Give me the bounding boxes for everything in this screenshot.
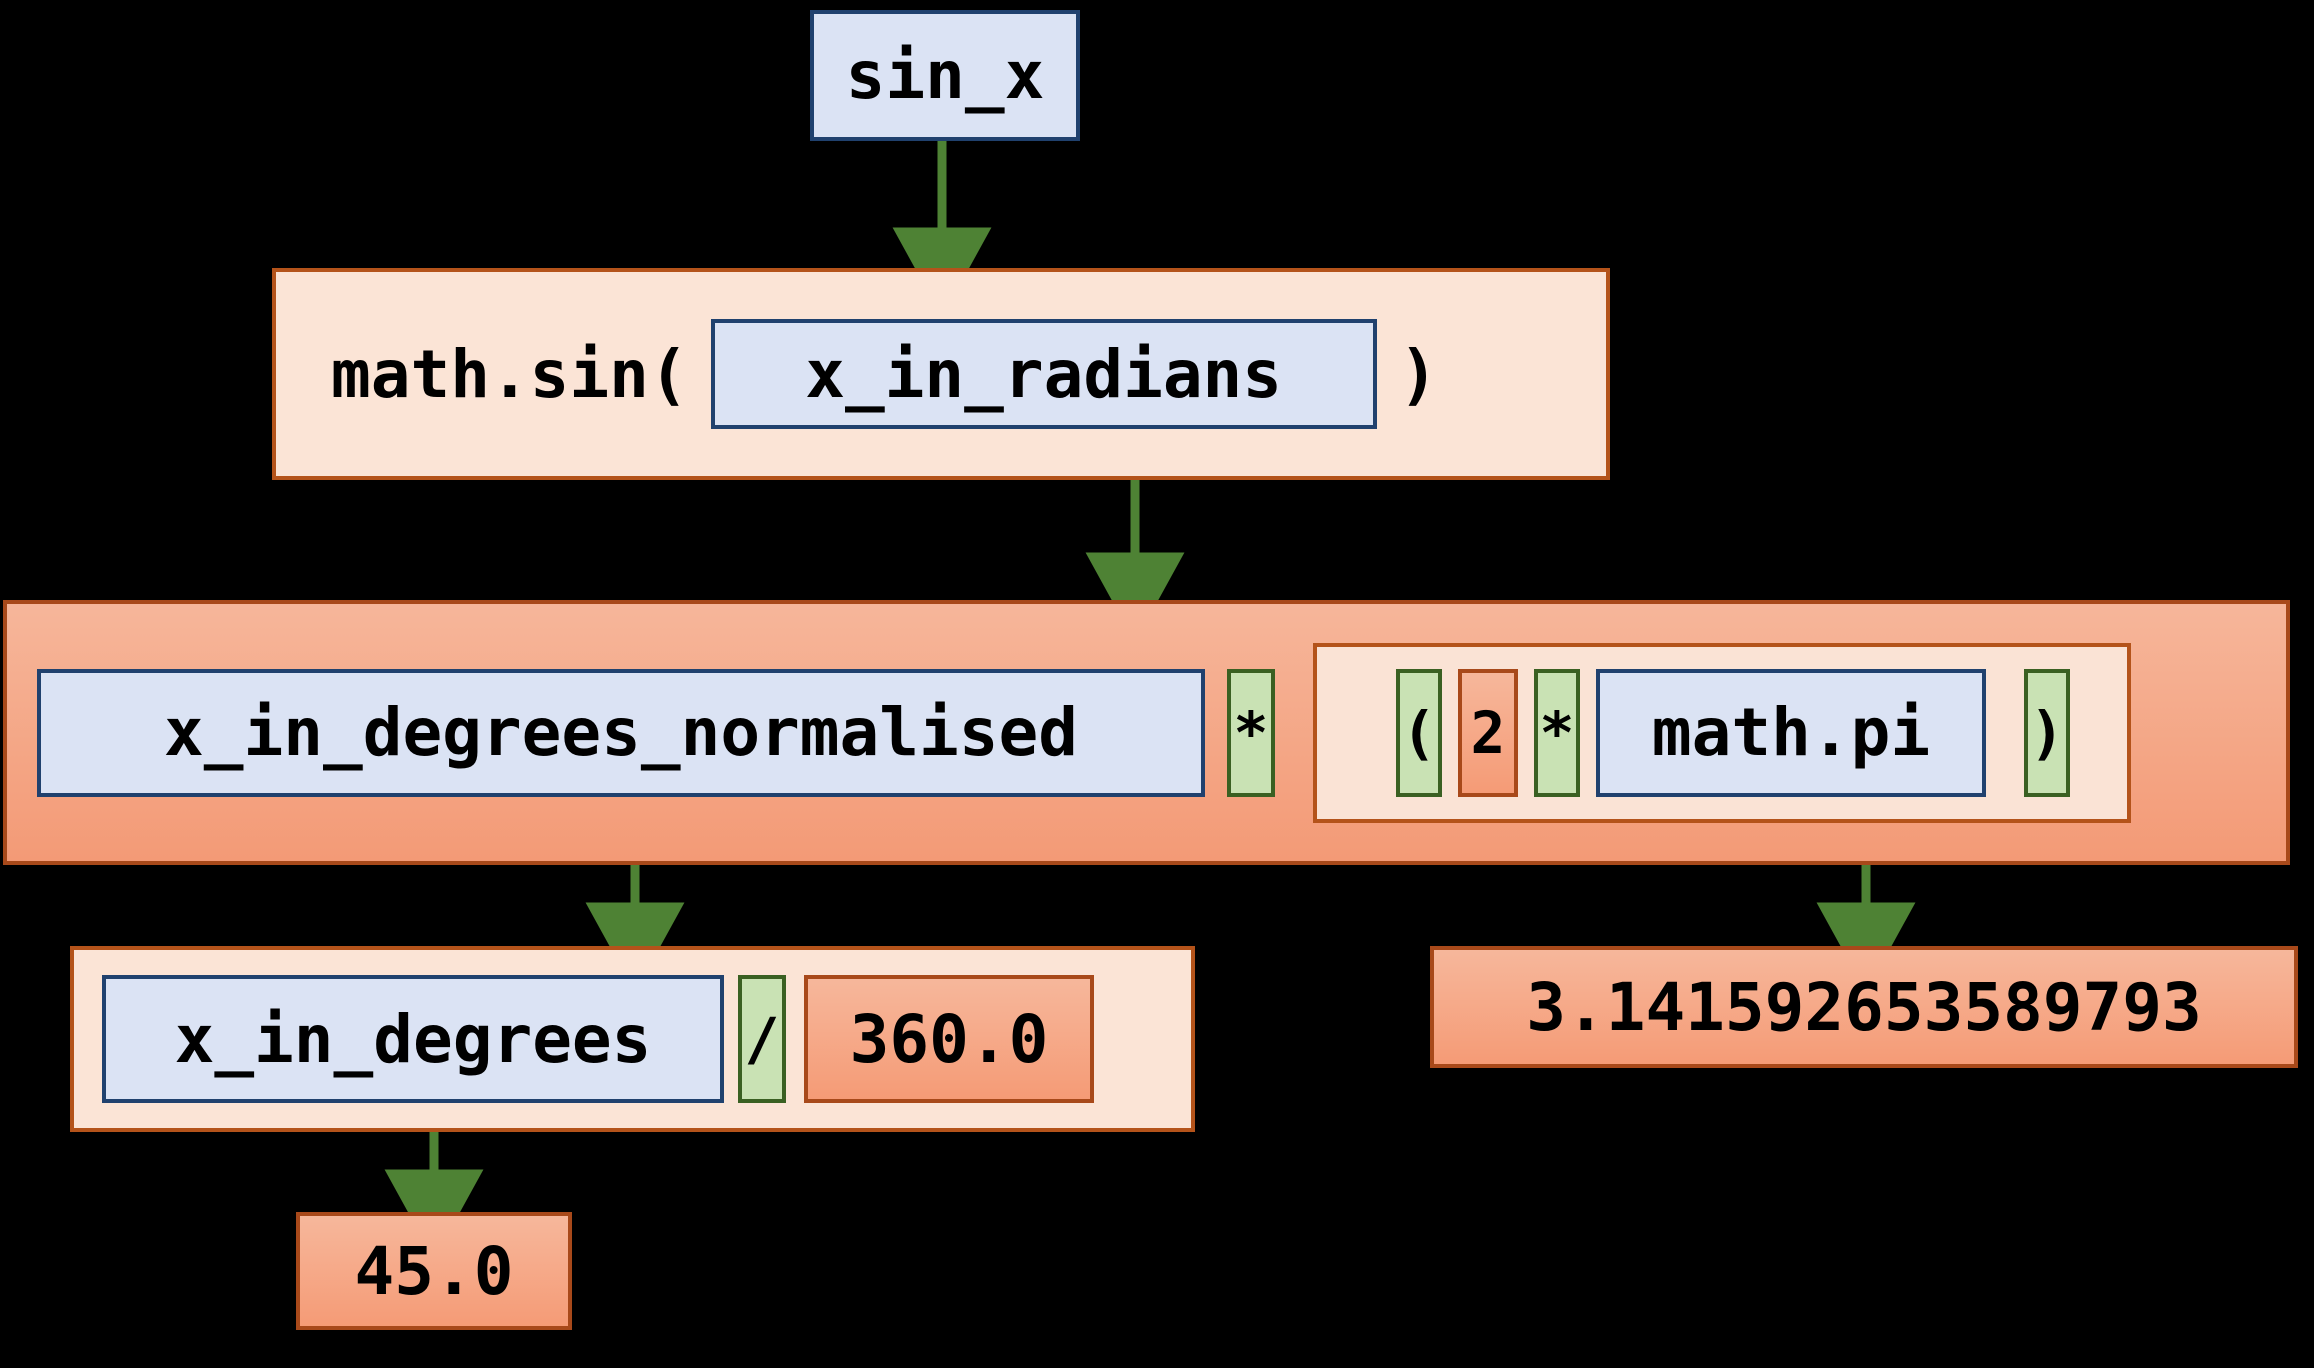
operator-multiply-outer[interactable]: * <box>1227 668 1275 797</box>
node-x-in-degrees-normalised[interactable]: x_in_degrees_normalised <box>37 668 1205 797</box>
node-degrees-division-expression[interactable]: x_in_degrees / 360.0 <box>70 946 1195 1132</box>
node-pi-value[interactable]: 3.141592653589793 <box>1430 946 2298 1068</box>
math-sin-suffix-text: ) <box>1398 335 1439 413</box>
literal-two[interactable]: 2 <box>1458 668 1518 797</box>
math-sin-prefix-text: math.sin( <box>331 335 689 413</box>
node-two-pi-group[interactable]: ( 2 * math.pi ) <box>1313 642 2131 823</box>
node-normalise-expression[interactable]: x_in_degrees_normalised * ( 2 * math.pi … <box>3 600 2290 865</box>
literal-360[interactable]: 360.0 <box>804 975 1094 1103</box>
paren-open-icon[interactable]: ( <box>1396 668 1442 797</box>
node-math-pi[interactable]: math.pi <box>1596 668 1986 797</box>
node-math-sin-call[interactable]: math.sin( x_in_radians ) <box>272 268 1610 480</box>
operator-divide[interactable]: / <box>738 975 786 1103</box>
node-degrees-value[interactable]: 45.0 <box>296 1212 572 1330</box>
node-x-in-degrees[interactable]: x_in_degrees <box>102 975 724 1103</box>
node-sin-x[interactable]: sin_x <box>810 10 1080 141</box>
paren-close-icon[interactable]: ) <box>2024 668 2070 797</box>
operator-multiply-inner[interactable]: * <box>1534 668 1580 797</box>
node-x-in-radians[interactable]: x_in_radians <box>710 319 1377 429</box>
